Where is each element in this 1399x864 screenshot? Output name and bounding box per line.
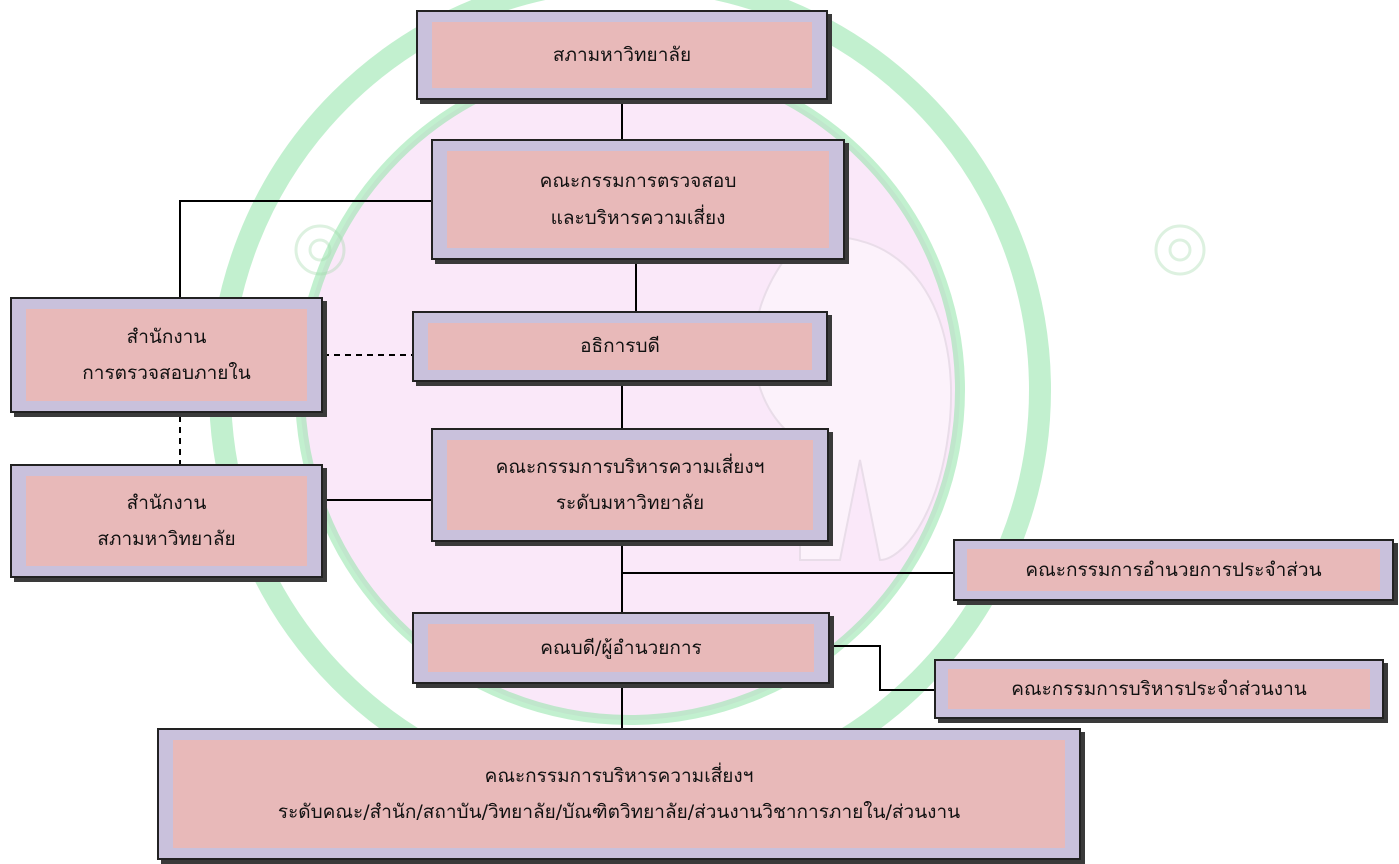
node-faculty-risk-committee: คณะกรรมการบริหารความเสี่ยงฯ ระดับคณะ/สำน…: [157, 728, 1081, 860]
node-unit-admin-committee: คณะกรรมการบริหารประจำส่วนงาน: [934, 659, 1384, 719]
node-text: สภามหาวิทยาลัย: [97, 528, 236, 550]
node-president: อธิการบดี: [412, 311, 828, 382]
node-audit-risk-committee: คณะกรรมการตรวจสอบ และบริหารความเสี่ยง: [431, 139, 845, 260]
node-text: การตรวจสอบภายใน: [82, 362, 251, 384]
node-text: สำนักงาน: [126, 491, 207, 514]
node-text: ระดับมหาวิทยาลัย: [555, 492, 705, 514]
node-text: คณะกรรมการอำนวยการประจำส่วน: [1025, 558, 1322, 581]
connector-dean-unit-admin-committee: [830, 645, 934, 691]
node-text: ระดับคณะ/สำนัก/สถาบัน/วิทยาลัย/บัณฑิตวิท…: [277, 801, 961, 823]
node-text: คณะกรรมการตรวจสอบ: [539, 170, 737, 193]
watermark-flower-left-icon: [294, 224, 346, 276]
node-text: คณะกรรมการบริหารความเสี่ยงฯ: [484, 764, 754, 787]
node-text: คณะกรรมการบริหารความเสี่ยงฯ: [495, 455, 765, 478]
node-university-risk-committee: คณะกรรมการบริหารความเสี่ยงฯ ระดับมหาวิทย…: [431, 428, 829, 542]
node-unit-director-committee: คณะกรรมการอำนวยการประจำส่วน: [953, 539, 1394, 601]
watermark-flower-right-icon: [1154, 224, 1206, 276]
connector-audit-internal-office: [179, 200, 431, 297]
node-text: คณบดี/ผู้อำนวยการ: [540, 636, 702, 659]
node-text: อธิการบดี: [580, 335, 660, 358]
node-university-council: สภามหาวิทยาลัย: [416, 10, 828, 100]
node-text: สภามหาวิทยาลัย: [552, 43, 692, 66]
node-text: สำนักงาน: [126, 325, 207, 348]
node-text: และบริหารความเสี่ยง: [550, 206, 726, 229]
node-internal-audit-office: สำนักงาน การตรวจสอบภายใน: [10, 297, 323, 413]
node-council-office: สำนักงาน สภามหาวิทยาลัย: [10, 464, 323, 578]
node-dean-director: คณบดี/ผู้อำนวยการ: [412, 612, 830, 684]
node-text: คณะกรรมการบริหารประจำส่วนงาน: [1011, 677, 1307, 700]
